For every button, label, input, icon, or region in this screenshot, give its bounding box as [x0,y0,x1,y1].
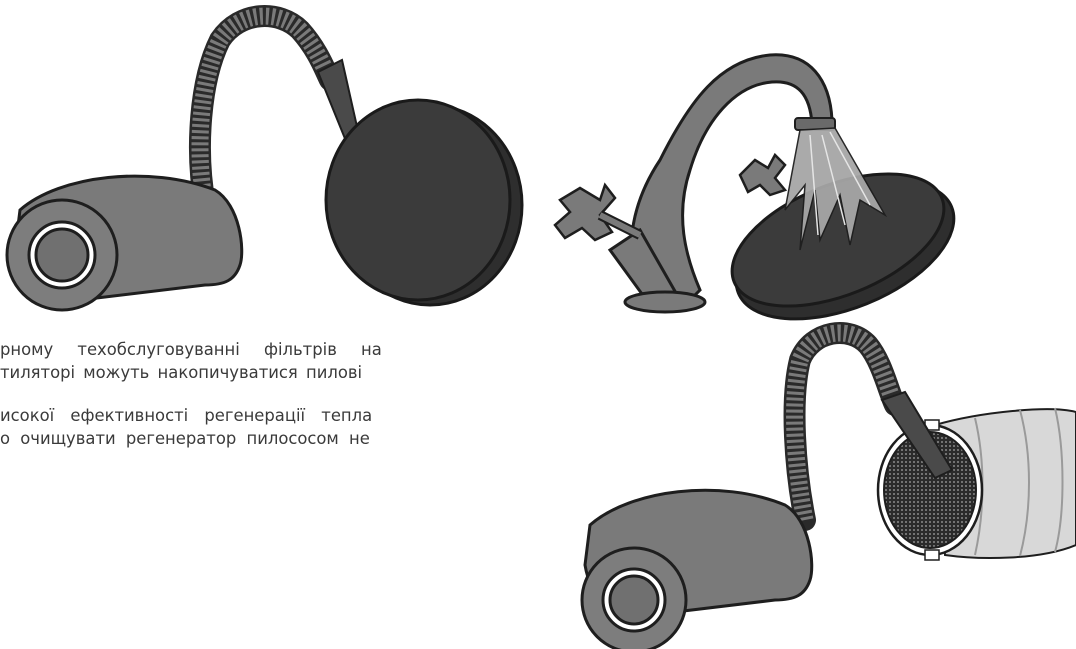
instructions-text: рному техобслуговуванні фільтрів на тиля… [0,338,460,450]
regenerator-vacuum-body [582,490,812,649]
paragraph-1-line-1: рному техобслуговуванні фільтрів на [0,338,460,361]
vacuum-body [7,176,242,310]
vacuum-filter-illustration [7,16,522,310]
vacuum-hose [200,16,330,205]
round-filter-disc [326,100,522,305]
paragraph-2-line-1: исокої ефективності регенерації тепла [0,404,460,427]
tap-washing-illustration [555,55,973,347]
vacuum-regenerator-illustration [582,333,1076,649]
paragraph-2-line-2: о очищувати регенератор пилососом не [0,427,460,450]
paragraph-1-line-2: тиляторі можуть накопичуватися пилові [0,361,460,384]
